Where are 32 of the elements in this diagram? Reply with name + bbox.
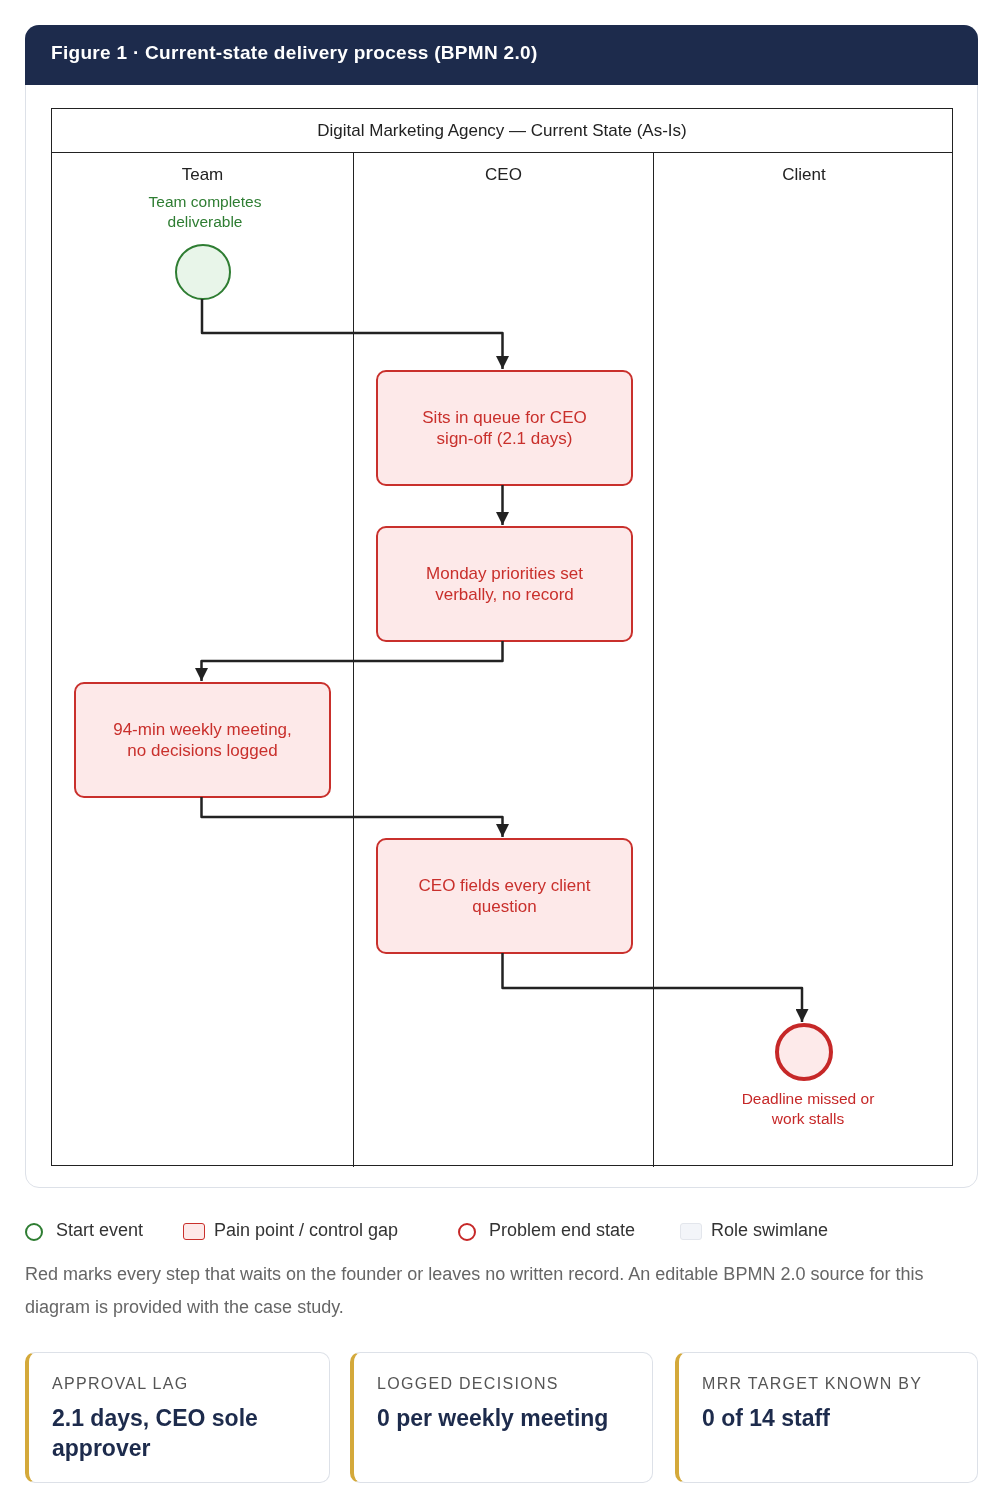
arrow bbox=[501, 953, 809, 1022]
stat-label: MRR TARGET KNOWN BY bbox=[702, 1375, 923, 1393]
legend-label: Problem end state bbox=[489, 1220, 636, 1241]
task-label: CEO fields every client question bbox=[417, 875, 592, 917]
caption-text: Red marks every step that waits on the founder or leaves no written record. An editable BPMN 2.0 source for this diagram is provided with the case study. bbox=[25, 1263, 925, 1319]
arrow bbox=[195, 641, 504, 681]
task-label: Monday priorities set verbally, no record bbox=[425, 563, 584, 605]
task-label: Sits in queue for CEO sign-off (2.1 days) bbox=[421, 407, 588, 449]
pool bbox=[51, 108, 953, 1166]
lane-title: Client bbox=[781, 165, 827, 185]
legend-label: Role swimlane bbox=[711, 1220, 829, 1241]
task-label: 94-min weekly meeting, no decisions logged bbox=[112, 719, 293, 761]
stat-label: APPROVAL LAG bbox=[52, 1375, 189, 1393]
arrow bbox=[200, 299, 509, 369]
task-box bbox=[376, 370, 633, 486]
task-box bbox=[376, 838, 633, 954]
arrow bbox=[496, 485, 509, 525]
stat-value: 0 per weekly meeting bbox=[377, 1404, 610, 1433]
stat-value: 2.1 days, CEO sole approver bbox=[52, 1404, 259, 1463]
lane-title: Team bbox=[180, 165, 225, 185]
task-box bbox=[376, 526, 633, 642]
event-label: Team completes deliverable bbox=[147, 192, 263, 232]
figure-title: Figure 1 · Current-state delivery process (BPMN 2.0) bbox=[51, 42, 538, 64]
stat-value: 0 of 14 staff bbox=[702, 1404, 831, 1433]
legend-label: Pain point / control gap bbox=[214, 1220, 399, 1241]
arrow bbox=[200, 797, 509, 837]
legend-label: Start event bbox=[56, 1220, 144, 1241]
lane-title: CEO bbox=[484, 165, 523, 185]
event-label: Deadline missed or work stalls bbox=[740, 1089, 876, 1129]
task-box bbox=[74, 682, 331, 798]
pool-title: Digital Marketing Agency — Current State (As-Is) bbox=[52, 109, 952, 153]
stat-label: LOGGED DECISIONS bbox=[377, 1375, 559, 1393]
